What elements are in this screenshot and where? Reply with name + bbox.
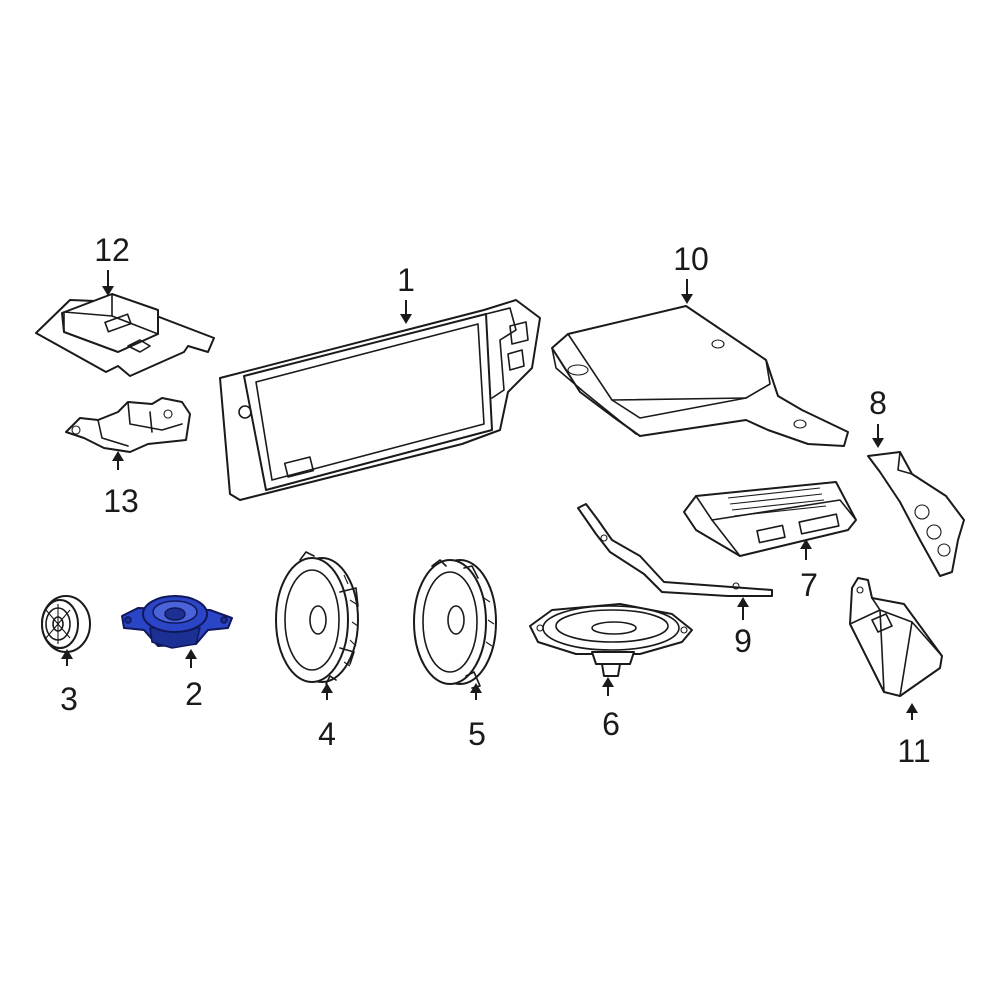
- callout-5: 5: [468, 683, 486, 752]
- part-7-amplifier: [683, 481, 857, 557]
- callout-10-label: 10: [673, 241, 709, 277]
- part-4-speaker: [275, 551, 359, 685]
- callout-7: 7: [800, 539, 818, 603]
- callout-4: 4: [318, 683, 336, 752]
- callout-2: 2: [185, 649, 203, 712]
- callout-3: 3: [60, 649, 78, 717]
- part-10-cover: [551, 305, 849, 447]
- callout-10: 10: [673, 241, 709, 304]
- callout-1-label: 1: [397, 262, 415, 298]
- part-9-bracket-strip: [577, 503, 773, 597]
- callout-8: 8: [869, 385, 887, 448]
- callout-13: 13: [103, 451, 139, 519]
- part-8-bracket: [867, 451, 965, 577]
- callout-4-label: 4: [318, 716, 336, 752]
- callout-8-label: 8: [869, 385, 887, 421]
- part-3-tweeter: [41, 595, 91, 653]
- part-2-tweeter-highlighted[interactable]: [121, 595, 233, 649]
- callout-6: 6: [602, 677, 620, 742]
- callout-1: 1: [397, 262, 415, 324]
- callout-9-label: 9: [734, 623, 752, 659]
- part-11-module: [849, 577, 943, 697]
- callout-6-label: 6: [602, 706, 620, 742]
- part-5-speaker: [413, 559, 497, 689]
- part-1-display-screen: [219, 299, 541, 501]
- part-12-control-module: [35, 293, 215, 377]
- callout-11: 11: [897, 703, 931, 769]
- part-13-bracket: [65, 397, 191, 453]
- callout-13-label: 13: [103, 483, 139, 519]
- callout-12: 12: [94, 232, 130, 296]
- callout-2-label: 2: [185, 676, 203, 712]
- callout-9: 9: [734, 597, 752, 659]
- callout-7-label: 7: [800, 567, 818, 603]
- part-6-oval-speaker: [529, 603, 693, 677]
- callout-5-label: 5: [468, 716, 486, 752]
- callout-11-label: 11: [897, 733, 930, 769]
- callout-3-label: 3: [60, 681, 78, 717]
- callout-12-label: 12: [94, 232, 130, 268]
